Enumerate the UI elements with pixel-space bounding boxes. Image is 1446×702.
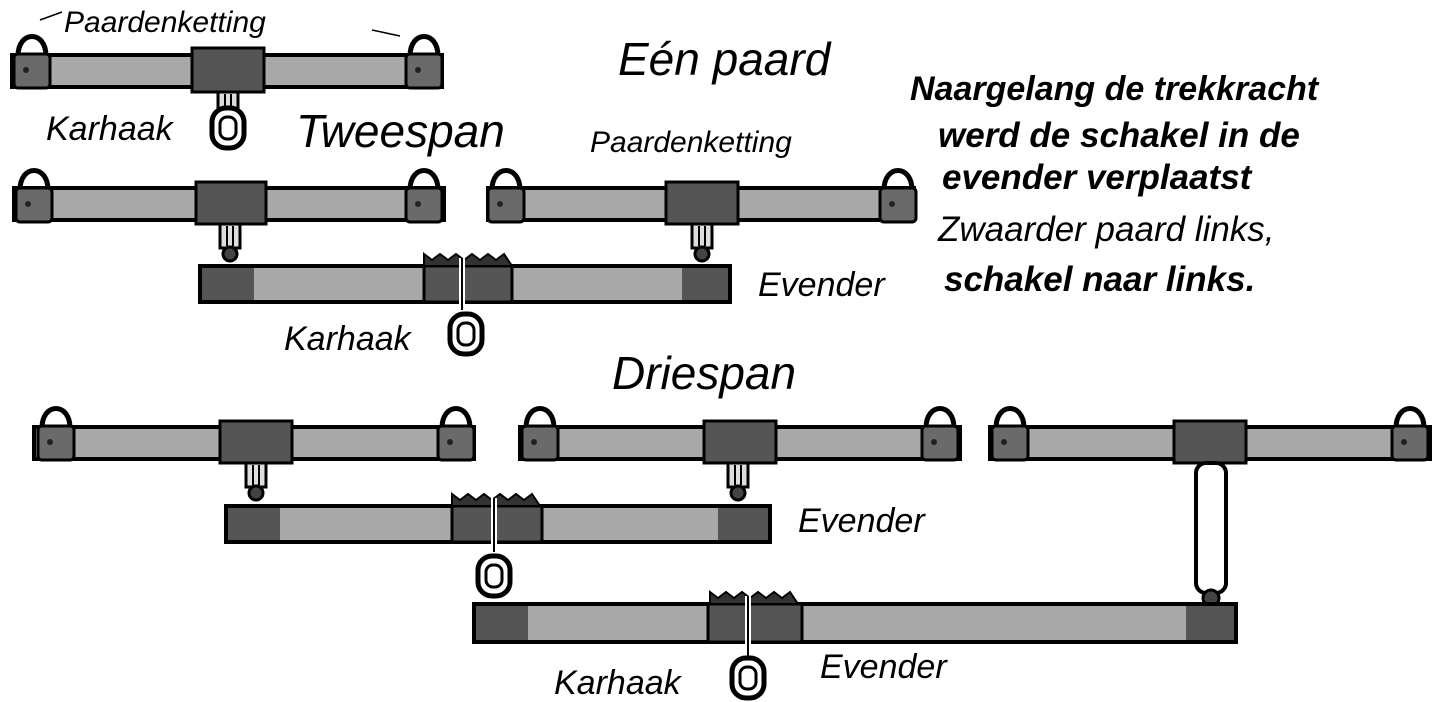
single-horse-whippletree [10, 37, 442, 149]
note-line-2: werd de schakel in de [938, 116, 1300, 155]
paardenketting-label-top: Paardenketting [64, 6, 266, 39]
note-line-5: schakel naar links. [944, 260, 1256, 299]
three-horse-hitch [32, 409, 1432, 699]
evender-label-2: Evender [798, 502, 925, 540]
note-line-1: Naargelang de trekkracht [910, 70, 1319, 108]
evender-label-3: Evender [820, 648, 947, 686]
karhaak-label-bottom: Karhaak [554, 664, 681, 702]
tweespan-heading: Tweespan [296, 105, 505, 157]
note-line-4: Zwaarder paard links, [938, 210, 1275, 249]
driespan-heading: Driespan [612, 347, 797, 399]
evender-label-1: Evender [758, 266, 885, 304]
karhaak-label-top: Karhaak [46, 110, 173, 148]
leader-line [371, 29, 401, 37]
paardenketting-label-mid: Paardenketting [590, 126, 792, 159]
leader-line [39, 11, 63, 21]
karhaak-label-mid: Karhaak [284, 320, 411, 358]
een-paard-heading: Eén paard [618, 33, 831, 85]
two-horse-hitch [12, 171, 916, 355]
note-line-3: evender verplaatst [942, 158, 1252, 197]
